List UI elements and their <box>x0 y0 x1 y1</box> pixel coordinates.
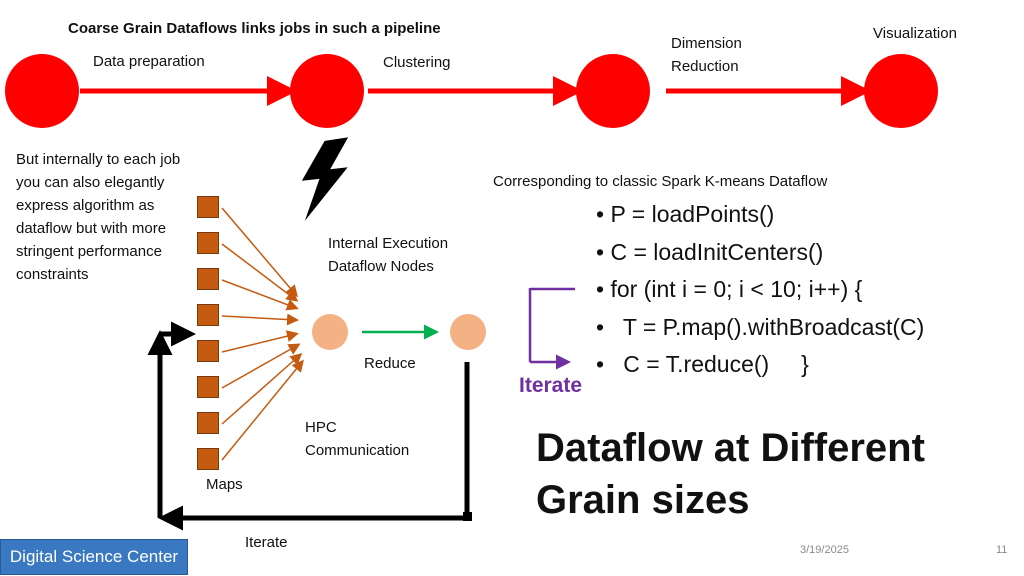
map-square <box>197 304 219 326</box>
slide-title: Dataflow at Different Grain sizes <box>536 426 925 522</box>
code-line-4: • T = P.map().withBroadcast(C) <box>596 313 925 340</box>
stage-label-data-preparation: Data preparation <box>93 53 205 70</box>
iterate-bottom-label: Iterate <box>245 534 288 551</box>
pipeline-node-clustering <box>290 54 364 128</box>
map-arrow-1 <box>221 207 298 298</box>
stage-label-visualization: Visualization <box>873 25 957 42</box>
footer-page-number: 11 <box>996 544 1008 556</box>
pipeline-node-dimension-reduction <box>576 54 650 128</box>
pipeline-node-data-preparation <box>5 54 79 128</box>
map-square <box>197 448 219 470</box>
map-arrow-7 <box>221 353 303 425</box>
exec-node-map <box>312 314 348 350</box>
map-square <box>197 376 219 398</box>
map-arrow-2 <box>221 243 299 302</box>
map-square <box>197 268 219 290</box>
code-line-3: • for (int i = 0; i < 10; i++) { <box>596 276 863 302</box>
map-arrow-5 <box>221 330 299 353</box>
map-square <box>197 412 219 434</box>
map-arrow-6 <box>221 343 301 389</box>
reduce-label: Reduce <box>364 355 416 372</box>
code-line-2: • C = loadInitCenters() <box>596 238 824 265</box>
footer-org-badge: Digital Science Center <box>0 539 188 575</box>
map-arrow-4 <box>221 313 299 326</box>
map-square <box>197 340 219 362</box>
code-line-5: • C = T.reduce() } <box>596 351 809 377</box>
stage-label-clustering: Clustering <box>383 54 451 71</box>
spark-code-list: • P = loadPoints() • C = loadInitCenters… <box>596 196 924 384</box>
spark-heading: Corresponding to classic Spark K-means D… <box>493 173 828 190</box>
map-square <box>197 232 219 254</box>
hpc-label: HPC Communication <box>305 419 410 459</box>
pipeline-title: Coarse Grain Dataflows links jobs in suc… <box>68 20 441 37</box>
lightning-bolt-icon <box>298 134 353 227</box>
internal-description: But internally to each job you can also … <box>16 151 181 283</box>
internal-nodes-label: Internal Execution Dataflow Nodes <box>328 235 449 275</box>
pipeline-node-visualization <box>864 54 938 128</box>
iterate-label-purple: Iterate <box>519 374 583 397</box>
stage-label-dimension-reduction: Dimension Reduction <box>671 35 742 75</box>
maps-label: Maps <box>206 476 243 493</box>
exec-node-reduce <box>450 314 486 350</box>
map-arrow-8 <box>221 359 304 461</box>
footer-date: 3/19/2025 <box>800 544 849 556</box>
map-square <box>197 196 219 218</box>
map-arrow-3 <box>221 279 299 311</box>
code-line-1: • P = loadPoints() <box>596 201 775 227</box>
